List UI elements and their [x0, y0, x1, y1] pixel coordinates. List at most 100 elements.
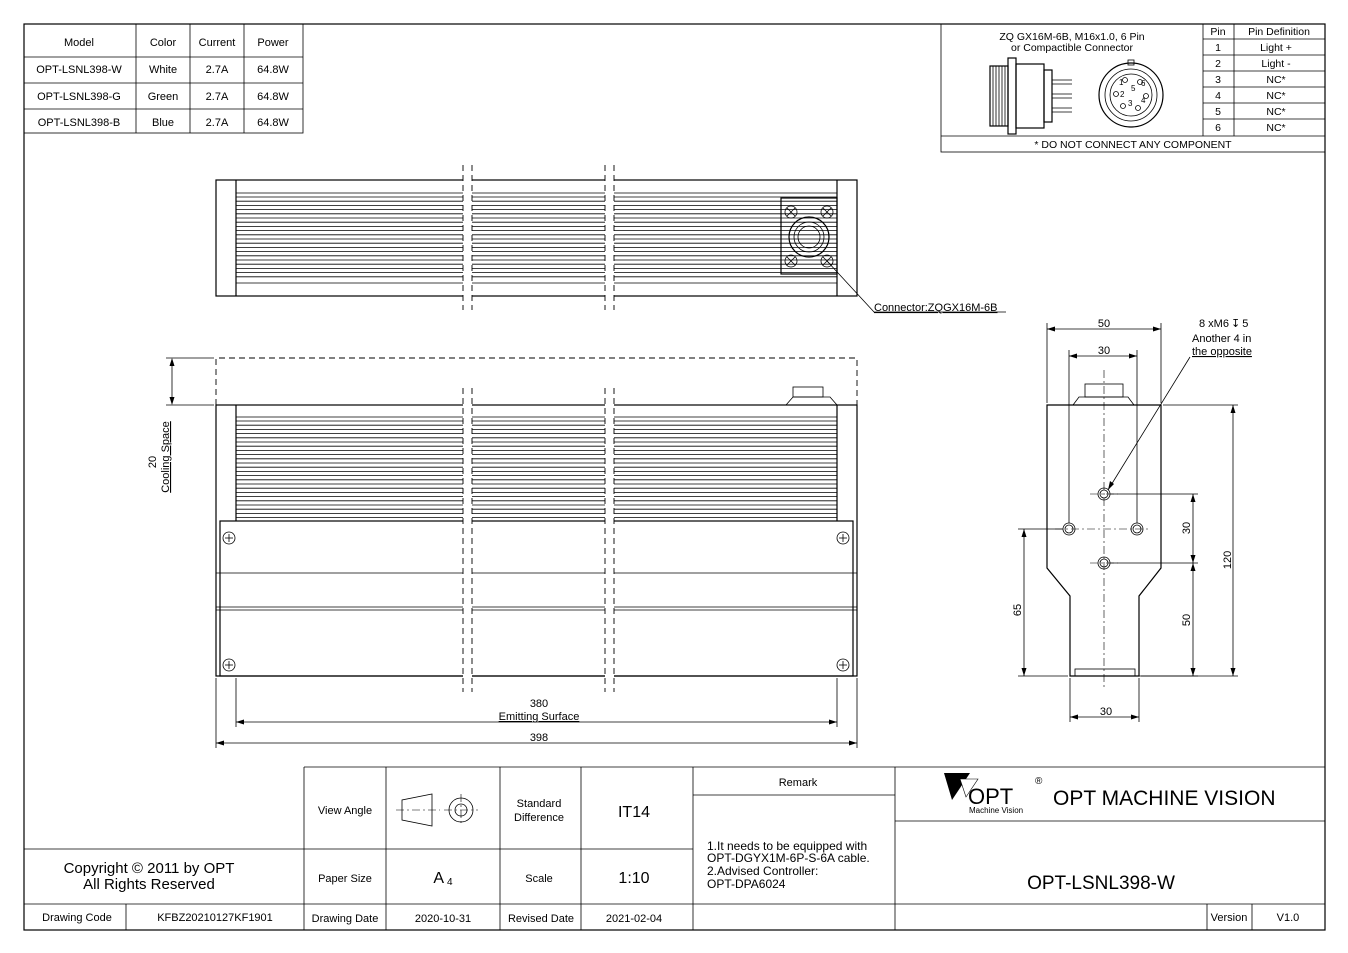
drawing-code: KFBZ20210127KF1901: [157, 912, 273, 924]
top-view-fins: [236, 196, 837, 278]
side-height-dimension: 120: [1141, 404, 1238, 677]
emitting-surface-dimension: 380 Emitting Surface: [235, 678, 838, 727]
spec-cell: Green: [148, 91, 179, 103]
logo-text: OPT: [968, 784, 1013, 809]
connector-title-line1: ZQ GX16M-6B, M16x1.0, 6 Pin: [999, 31, 1144, 43]
face-pin-label: 6: [1141, 79, 1146, 88]
standard-diff-label-line1: Standard: [517, 798, 562, 810]
connector-title-line2: or Compactible Connector: [1011, 42, 1133, 54]
pin-definition: NC*: [1266, 106, 1285, 118]
revised-date-label: Revised Date: [508, 913, 574, 925]
revised-date: 2021-02-04: [606, 913, 662, 925]
copyright-line1: Copyright © 2011 by OPT: [64, 860, 235, 877]
pin-number: 6: [1215, 122, 1221, 134]
spec-cell: 64.8W: [257, 117, 289, 129]
pin-number: 4: [1215, 90, 1221, 102]
scale-value: 1:10: [618, 870, 649, 887]
spec-header-model: Model: [64, 37, 94, 49]
spec-header-current: Current: [199, 37, 236, 49]
pin-number: 5: [1215, 106, 1221, 118]
spec-table: Model Color Current Power OPT-LSNL398-W …: [23, 23, 304, 134]
side-lower-value: 50: [1181, 614, 1193, 626]
remark-line: 2.Advised Controller:: [707, 864, 818, 878]
logo-subtext: Machine Vision: [969, 806, 1023, 815]
face-pin-label: 4: [1141, 96, 1146, 105]
pin-definition: Light +: [1260, 42, 1292, 54]
pin-number: 2: [1215, 58, 1221, 70]
spec-cell: 2.7A: [206, 64, 229, 76]
pin-definition: Light -: [1261, 58, 1291, 70]
company-name: OPT MACHINE VISION: [1053, 787, 1275, 810]
front-view-fins: [236, 420, 837, 518]
side-lower-dimension: 50: [1110, 563, 1198, 677]
hole-note-line3: the opposite: [1192, 346, 1252, 358]
remark-label: Remark: [779, 777, 818, 789]
spec-cell: OPT-LSNL398-W: [36, 64, 122, 76]
remark-line: 1.It needs to be equipped with: [707, 839, 867, 853]
side-view: 50 30 8 xM6↧5 Another 4 in the opposite …: [1012, 318, 1252, 722]
hole-note-line2: Another 4 in: [1192, 333, 1251, 345]
scale-label: Scale: [525, 873, 553, 885]
side-hole-spacing-dimension: 30: [1110, 493, 1198, 564]
connector-footnote: * DO NOT CONNECT ANY COMPONENT: [1034, 139, 1232, 151]
drawing-date: 2020-10-31: [415, 913, 471, 925]
side-width-inner: 30: [1098, 345, 1110, 357]
paper-size-label: Paper Size: [318, 873, 372, 885]
face-pin-label: 3: [1128, 99, 1133, 108]
pin-definition-header: Pin Definition: [1248, 26, 1310, 38]
hole-note-line1: 8 xM6↧5: [1199, 318, 1248, 330]
pin-definition: NC*: [1266, 90, 1285, 102]
pin-header: Pin: [1210, 26, 1225, 38]
sheet-border: [23, 23, 1326, 931]
side-bottom-width-dimension: 30: [1069, 678, 1140, 722]
pin-number: 3: [1215, 74, 1221, 86]
side-height-value: 120: [1222, 551, 1234, 569]
spec-header-power: Power: [257, 37, 289, 49]
view-angle-label: View Angle: [318, 805, 372, 817]
connector-side-icon: [989, 57, 1072, 135]
connector-callout: Connector:ZQGX16M-6B: [874, 302, 998, 314]
front-view-connector: [785, 386, 838, 406]
emitting-label: Emitting Surface: [499, 711, 580, 723]
standard-diff-value: IT14: [618, 804, 650, 821]
spec-header-color: Color: [150, 37, 177, 49]
face-pin-label: 1: [1119, 78, 1124, 87]
spec-cell: OPT-LSNL398-G: [37, 91, 121, 103]
spec-cell: 64.8W: [257, 91, 289, 103]
spec-cell: 2.7A: [206, 117, 229, 129]
overall-length-dimension: 398: [215, 678, 858, 748]
copyright-line2: All Rights Reserved: [83, 876, 215, 893]
pin-definition: NC*: [1266, 74, 1285, 86]
version-label: Version: [1211, 912, 1248, 924]
side-width-50-dimension: 50: [1046, 318, 1162, 403]
cooling-space-dimension: 20 Cooling Space: [147, 357, 214, 493]
spec-cell: Blue: [152, 117, 174, 129]
top-view: Connector:ZQGX16M-6B: [215, 165, 1006, 314]
connector-panel: ZQ GX16M-6B, M16x1.0, 6 Pin or Compactib…: [940, 23, 1326, 153]
side-hole-spacing: 30: [1181, 522, 1193, 534]
side-65-dimension: 65: [1012, 528, 1068, 677]
drawing-date-label: Drawing Date: [312, 913, 379, 925]
spec-cell: White: [149, 64, 177, 76]
logo-registered: ®: [1035, 776, 1043, 787]
side-bottom-width: 30: [1100, 706, 1112, 718]
top-view-connector: [780, 197, 838, 275]
side-65-value: 65: [1012, 604, 1024, 616]
drawing-code-label: Drawing Code: [42, 912, 112, 924]
front-view-screws: [222, 531, 850, 672]
pin-number: 1: [1215, 42, 1221, 54]
connector-face-icon: 1 2 3 4 5 6: [1098, 59, 1164, 128]
pin-definition: NC*: [1266, 122, 1285, 134]
spec-cell: 2.7A: [206, 91, 229, 103]
model-name: OPT-LSNL398-W: [1027, 873, 1175, 894]
front-view: 20 Cooling Space 380 Emitting Surface 39…: [147, 357, 858, 748]
overall-length-value: 398: [530, 732, 548, 744]
cooling-space-value: 20: [147, 456, 159, 468]
opt-logo: OPT ® Machine Vision: [944, 773, 1043, 815]
face-pin-label: 2: [1120, 90, 1125, 99]
spec-cell: OPT-LSNL398-B: [38, 117, 121, 129]
side-width-outer: 50: [1098, 318, 1110, 330]
version-value: V1.0: [1277, 912, 1300, 924]
